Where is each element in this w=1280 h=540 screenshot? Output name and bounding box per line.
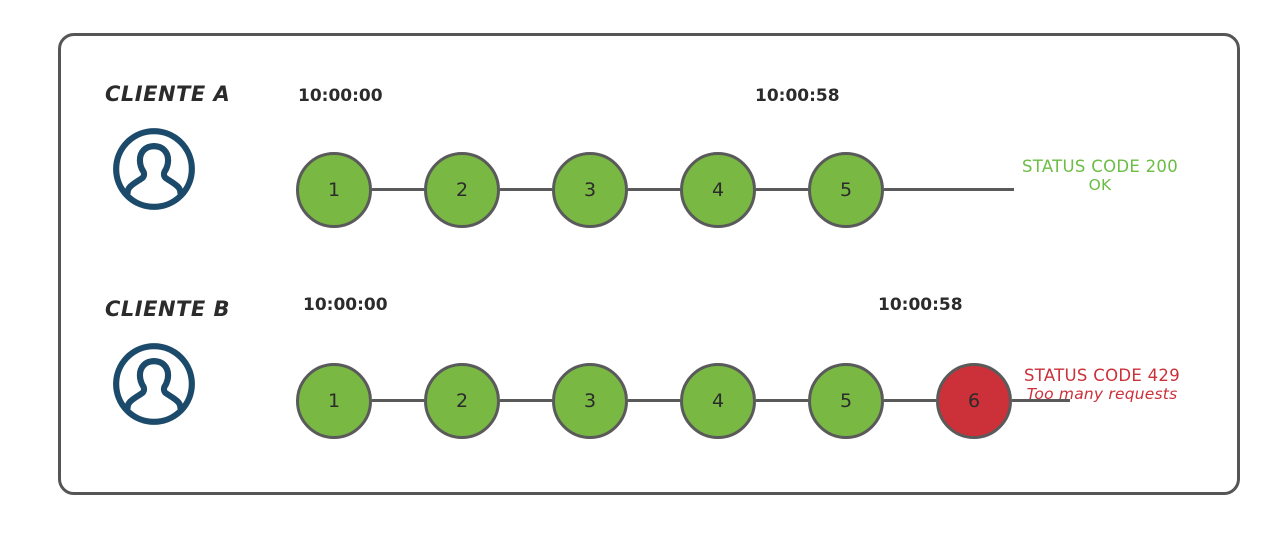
request-node[interactable]: 1 <box>296 152 372 228</box>
request-node[interactable]: 4 <box>680 363 756 439</box>
chain-connector <box>756 399 808 402</box>
user-avatar-icon <box>110 340 198 428</box>
status-code-line: STATUS CODE 429 <box>1024 366 1181 385</box>
user-avatar-icon <box>110 125 198 213</box>
chain-connector <box>372 188 424 191</box>
status-code-line: STATUS CODE 200 <box>1022 157 1179 176</box>
status-message-a: STATUS CODE 200 OK <box>1022 157 1179 195</box>
chain-tail-connector <box>1012 399 1070 402</box>
request-node[interactable]: 5 <box>808 152 884 228</box>
request-node-rejected[interactable]: 6 <box>936 363 1012 439</box>
client-label-a: CLIENTE A <box>105 82 231 106</box>
status-message-b: STATUS CODE 429 Too many requests <box>1024 366 1181 404</box>
client-label-b: CLIENTE B <box>105 297 231 321</box>
request-node[interactable]: 4 <box>680 152 756 228</box>
request-node[interactable]: 3 <box>552 152 628 228</box>
chain-connector <box>628 188 680 191</box>
status-detail-line: OK <box>1088 175 1112 194</box>
diagram-frame <box>58 33 1240 495</box>
request-node[interactable]: 1 <box>296 363 372 439</box>
chain-tail-connector <box>884 188 1014 191</box>
request-node[interactable]: 5 <box>808 363 884 439</box>
timestamp-end-a: 10:00:58 <box>755 86 840 106</box>
chain-connector <box>500 399 552 402</box>
status-detail-line: Too many requests <box>1026 384 1178 403</box>
chain-connector <box>756 188 808 191</box>
request-node[interactable]: 3 <box>552 363 628 439</box>
timestamp-start-a: 10:00:00 <box>298 86 383 106</box>
timestamp-end-b: 10:00:58 <box>878 295 963 315</box>
chain-connector <box>628 399 680 402</box>
chain-connector <box>500 188 552 191</box>
chain-connector <box>884 399 936 402</box>
request-node[interactable]: 2 <box>424 363 500 439</box>
timestamp-start-b: 10:00:00 <box>303 295 388 315</box>
request-node[interactable]: 2 <box>424 152 500 228</box>
chain-connector <box>372 399 424 402</box>
